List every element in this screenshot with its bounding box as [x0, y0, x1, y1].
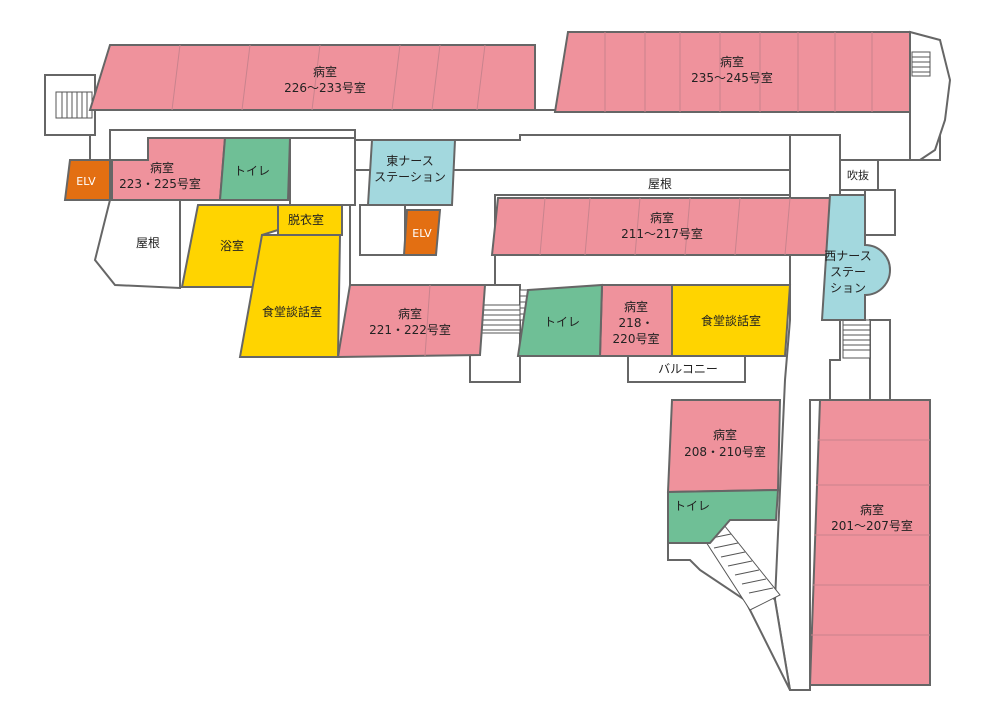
elevator-west-shape	[63, 159, 111, 201]
ward-208-210: 病室 208・210号室	[666, 399, 782, 494]
ward-221-222: 病室 221・222号室	[336, 284, 487, 359]
balcony: バルコニー	[658, 362, 718, 376]
dining-east-label: 食堂談話室	[701, 313, 761, 328]
ward-211-217-label-1: 病室	[650, 210, 674, 225]
corridor-center-rooms	[359, 204, 406, 256]
ward-218-220-label-2: 218・	[619, 316, 654, 330]
elevator-center-label: ELV	[412, 227, 432, 240]
roof-center: 屋根	[648, 177, 672, 191]
nurse-station-east-label-2: ステーション	[374, 170, 446, 184]
elevator-west: ELV	[63, 159, 111, 201]
ward-208-210-label-2: 208・210号室	[684, 444, 766, 459]
stairs-east-wing	[911, 51, 931, 77]
dining-east: 食堂談話室	[671, 284, 792, 357]
ward-223-225: 病室 223・225号室	[111, 137, 227, 201]
corridor-east-vertical	[773, 134, 841, 691]
ward-226-233-shape	[88, 44, 536, 111]
ward-218-220-label-3: 220号室	[613, 331, 660, 346]
ward-235-245-label-1: 病室	[720, 54, 744, 69]
ward-226-233-label-1: 病室	[313, 64, 337, 79]
nurse-station-east-label-1: 東ナース	[386, 154, 433, 168]
ward-226-233-label-2: 226～233号室	[284, 80, 366, 95]
dressing-room-label: 脱衣室	[288, 212, 324, 227]
toilet-center-shape	[516, 283, 604, 357]
ward-221-222-label-2: 221・222号室	[369, 322, 451, 337]
ward-211-217-label-2: 211～217号室	[621, 226, 703, 241]
dining-west-label: 食堂談話室	[262, 304, 322, 319]
ward-235-245: 病室 235～245号室	[553, 31, 911, 113]
nurse-station-west-label-1: 西ナース	[824, 249, 871, 263]
atrium-shape	[839, 159, 879, 191]
corridor-nw-rooms	[289, 137, 356, 206]
ward-211-217: 病室 211～217号室	[490, 197, 831, 256]
ward-201-207: 病室 201～207号室	[808, 399, 931, 686]
corridor-east-north-rooms	[864, 189, 896, 236]
elevator-center: ELV	[402, 209, 442, 256]
ward-218-220: 病室 218・ 220号室	[598, 284, 673, 357]
atrium: 吹抜	[839, 159, 879, 191]
ward-223-225-label-2: 223・225号室	[119, 176, 201, 191]
stairs-east	[842, 319, 871, 359]
toilet-south: トイレ	[667, 488, 780, 544]
nurse-station-east: 東ナース ステーション	[366, 139, 457, 206]
dressing-room-shape	[277, 204, 343, 236]
dining-west-shape	[238, 234, 342, 358]
bath-room-label: 浴室	[220, 238, 244, 253]
ward-218-220-label-1: 病室	[624, 299, 648, 314]
nurse-station-west: 西ナース ステー ション	[820, 194, 891, 321]
ward-235-245-label-2: 235～245号室	[691, 70, 773, 85]
toilet-south-shape	[667, 488, 780, 544]
ward-221-222-label-1: 病室	[398, 306, 422, 321]
toilet-nw-label: トイレ	[234, 164, 270, 178]
ward-201-207-shape	[808, 399, 931, 686]
nurse-station-west-label-3: ション	[830, 281, 866, 295]
dressing-room: 脱衣室	[277, 204, 343, 236]
ward-201-207-label-1: 病室	[860, 502, 884, 517]
atrium-label: 吹抜	[847, 168, 869, 182]
ward-226-233: 病室 226～233号室	[88, 44, 536, 111]
toilet-nw: トイレ	[218, 137, 292, 201]
ward-223-225-label-1: 病室	[150, 160, 174, 175]
elevator-west-label: ELV	[76, 175, 96, 188]
stairs-west	[55, 91, 93, 119]
east-wing-curve	[909, 30, 952, 161]
ward-201-207-label-2: 201～207号室	[831, 518, 913, 533]
nurse-station-west-shape	[820, 194, 891, 321]
ward-235-245-shape	[553, 31, 911, 113]
dining-east-shape	[671, 284, 792, 357]
balcony-label: バルコニー	[658, 362, 718, 376]
elevator-center-shape	[402, 209, 442, 256]
ward-208-210-label-1: 病室	[713, 427, 737, 442]
roof-west: 屋根	[136, 236, 160, 250]
dining-west: 食堂談話室	[238, 234, 342, 358]
corridor-east-south-rooms	[869, 319, 891, 401]
toilet-center: トイレ	[516, 283, 604, 357]
ward-221-222-shape	[336, 284, 487, 359]
roof-center-label: 屋根	[648, 177, 672, 191]
roof-west-label: 屋根	[136, 236, 160, 250]
nurse-station-east-shape	[366, 139, 457, 206]
toilet-south-label: トイレ	[674, 499, 710, 513]
toilet-nw-shape	[218, 137, 292, 201]
nurse-station-west-label-2: ステー	[830, 265, 866, 279]
corridor-west-lower	[93, 199, 181, 290]
toilet-center-label: トイレ	[544, 315, 580, 329]
